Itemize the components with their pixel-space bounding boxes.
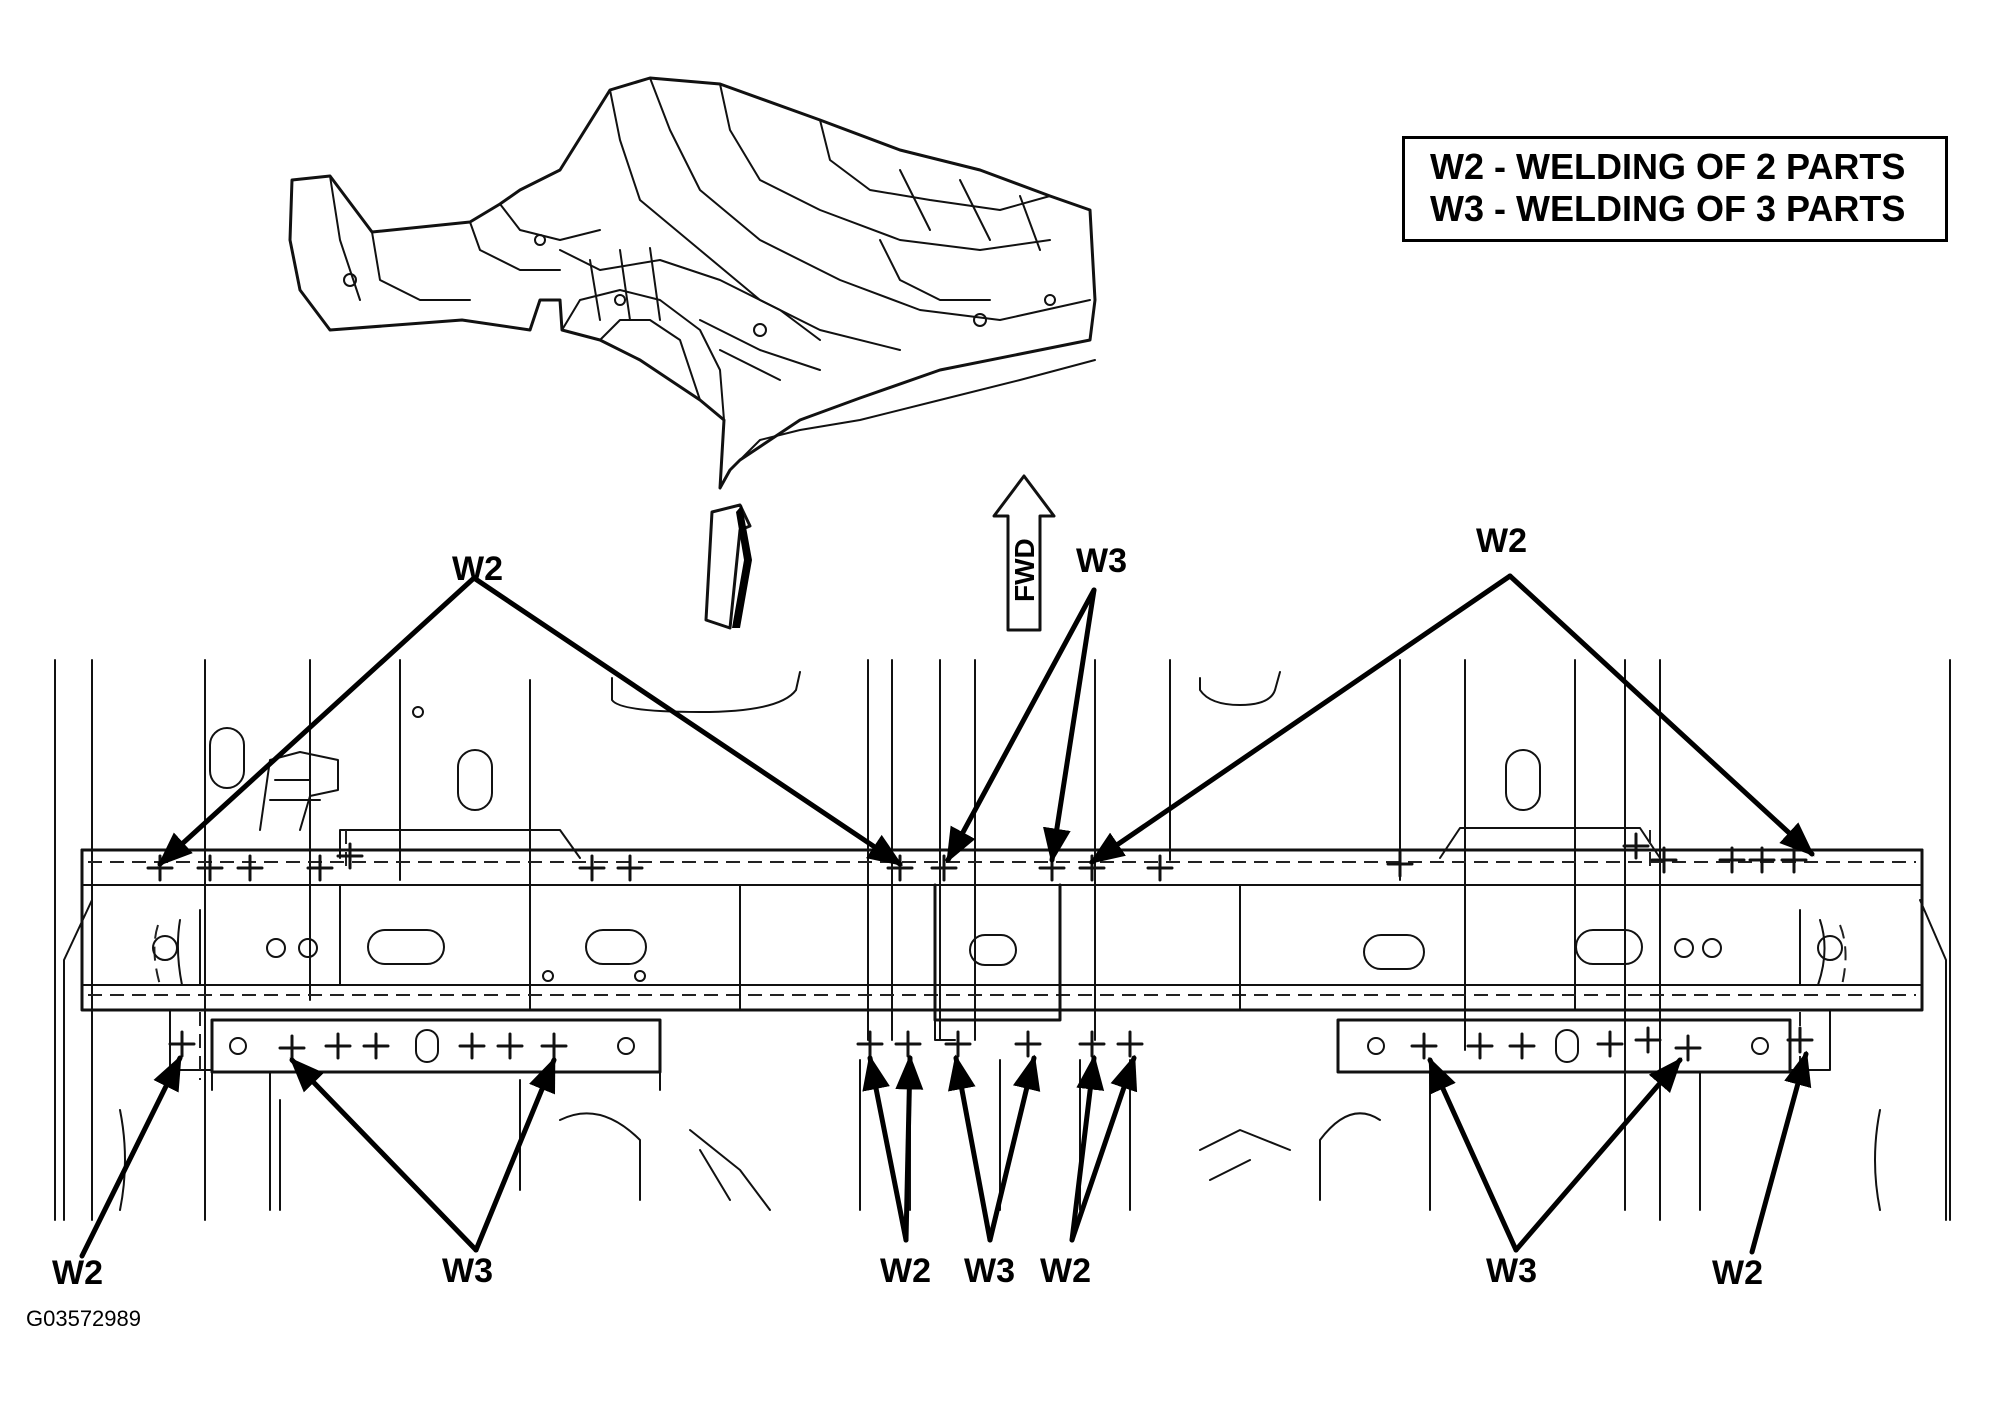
label-bottom-w3-left: W3	[442, 1252, 493, 1290]
floor-pan-overview	[288, 76, 1097, 490]
callout-labels: W2 W3 W2 W2 W3 W2 W3 W2 W3 W2	[52, 522, 1763, 1292]
weld-marks-top	[146, 832, 1808, 882]
fwd-label: FWD	[1009, 538, 1040, 602]
label-bottom-w2-far-right: W2	[1712, 1254, 1763, 1292]
crossmember-plan-view	[54, 659, 1951, 1221]
label-bottom-w2-center-left: W2	[880, 1252, 931, 1290]
label-bottom-w3-right: W3	[1486, 1252, 1537, 1290]
overview-pointer-arrow	[704, 503, 752, 630]
label-bottom-w3-center: W3	[964, 1252, 1015, 1290]
label-top-w2-right: W2	[1476, 522, 1527, 560]
figure-id: G03572989	[26, 1306, 141, 1331]
weld-marks-bottom	[168, 1026, 1814, 1062]
label-bottom-w2-far-left: W2	[52, 1254, 103, 1292]
label-top-w3-center: W3	[1076, 542, 1127, 580]
label-top-w2-left: W2	[452, 550, 503, 588]
legend-w2: W2 - WELDING OF 2 PARTS	[1430, 146, 1906, 187]
callout-arrows	[79, 573, 1815, 1259]
legend-w3: W3 - WELDING OF 3 PARTS	[1430, 188, 1906, 229]
legend-box	[1402, 136, 1948, 242]
label-bottom-w2-center-right: W2	[1040, 1252, 1091, 1290]
forward-direction-arrow: FWD	[992, 474, 1056, 632]
